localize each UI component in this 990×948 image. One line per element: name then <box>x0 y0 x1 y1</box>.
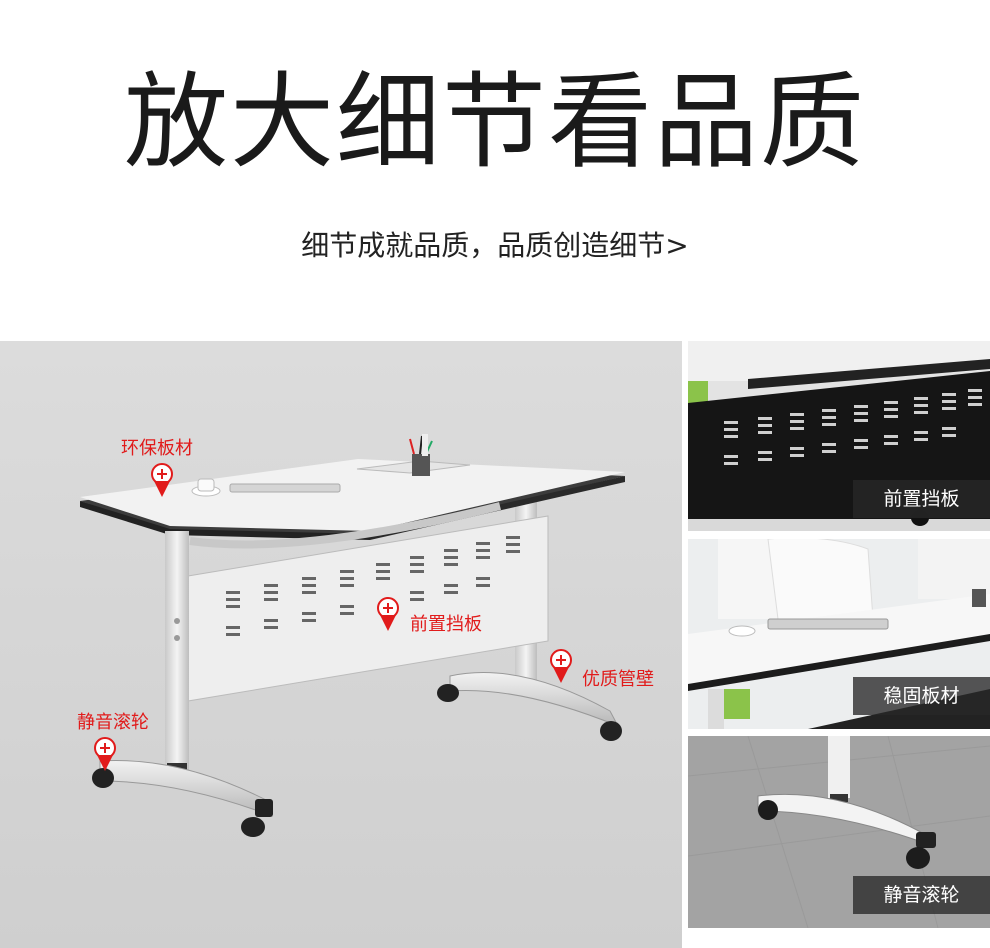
plus-pin-icon[interactable] <box>375 597 401 633</box>
page-subtitle: 细节成就品质，品质创造细节> <box>301 229 689 262</box>
thumbnail-silent-caster: 静音滚轮 <box>688 736 990 928</box>
plus-pin-icon[interactable] <box>548 649 574 685</box>
main-product-image: 环保板材 前置挡板 优质管壁 静音滚轮 <box>0 341 682 948</box>
thumbnail-stable-board: 稳固板材 <box>688 539 990 729</box>
thumbnail-label: 静音滚轮 <box>853 876 990 914</box>
plus-pin-icon[interactable] <box>149 463 175 499</box>
page-title: 放大细节看品质 <box>123 61 866 183</box>
stable-board-closeup <box>688 539 990 729</box>
thumbnail-label: 稳固板材 <box>853 677 990 715</box>
thumbnail-front-panel: 前置挡板 <box>688 341 990 531</box>
callout-quality-tube: 优质管壁 <box>582 669 654 690</box>
callout-silent-caster: 静音滚轮 <box>77 712 149 733</box>
thumbnail-label: 前置挡板 <box>853 480 990 518</box>
callout-front-panel: 前置挡板 <box>410 614 482 635</box>
folding-table-illustration <box>0 341 682 948</box>
callout-eco-board: 环保板材 <box>121 438 193 459</box>
plus-pin-icon[interactable] <box>92 737 118 773</box>
